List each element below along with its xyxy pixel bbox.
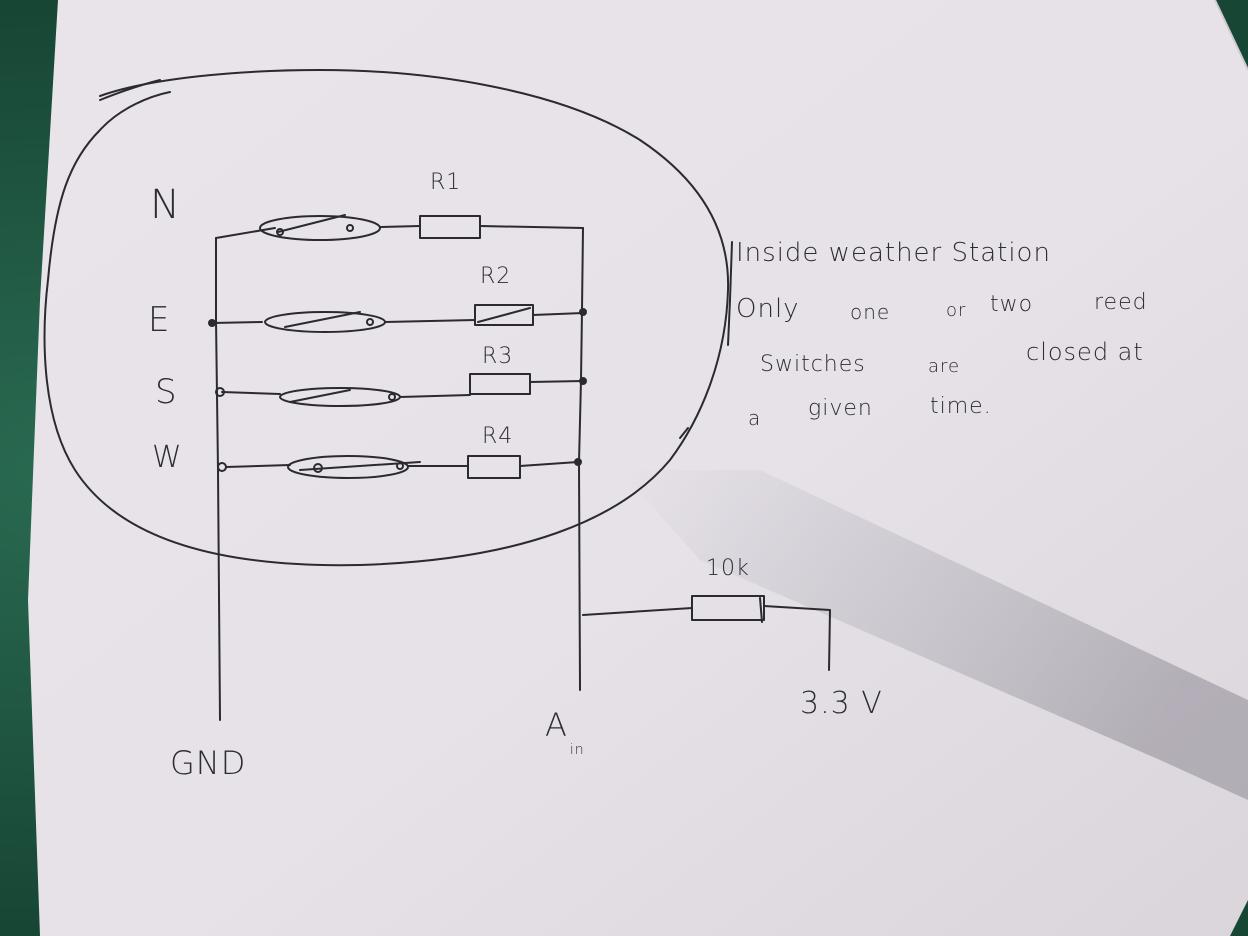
reed-switch-s-contact	[289, 389, 351, 403]
enclosure-tail	[99, 79, 161, 101]
reed-switch-n-contact	[277, 214, 346, 233]
resistor-r3	[469, 373, 531, 395]
n-row-wire-right	[479, 225, 584, 229]
resistor-r4	[467, 455, 521, 479]
pullup-wire-right	[763, 605, 831, 671]
s-row-wire-left	[221, 391, 281, 395]
pullup-wire-left	[582, 607, 693, 616]
pen-shadow	[620, 470, 1248, 800]
reed-switch-e-contact	[284, 311, 361, 328]
n-row-wire-left	[215, 227, 276, 239]
s-row-wire-right	[529, 380, 584, 383]
w-row-wire-left	[225, 464, 291, 468]
n-row-wire-mid	[379, 225, 421, 228]
resistor-10k	[691, 595, 765, 621]
enclosure-outline	[43, 69, 730, 567]
s-row-wire-mid	[399, 394, 471, 398]
e-row-wire-mid	[384, 319, 476, 323]
e-row-wire-left	[211, 321, 263, 324]
note-bracket	[727, 241, 733, 346]
paper-surface	[28, 0, 1248, 936]
w-row-wire-right	[519, 461, 579, 467]
paper-edge	[1214, 0, 1248, 71]
e-row-wire-right	[532, 312, 584, 316]
